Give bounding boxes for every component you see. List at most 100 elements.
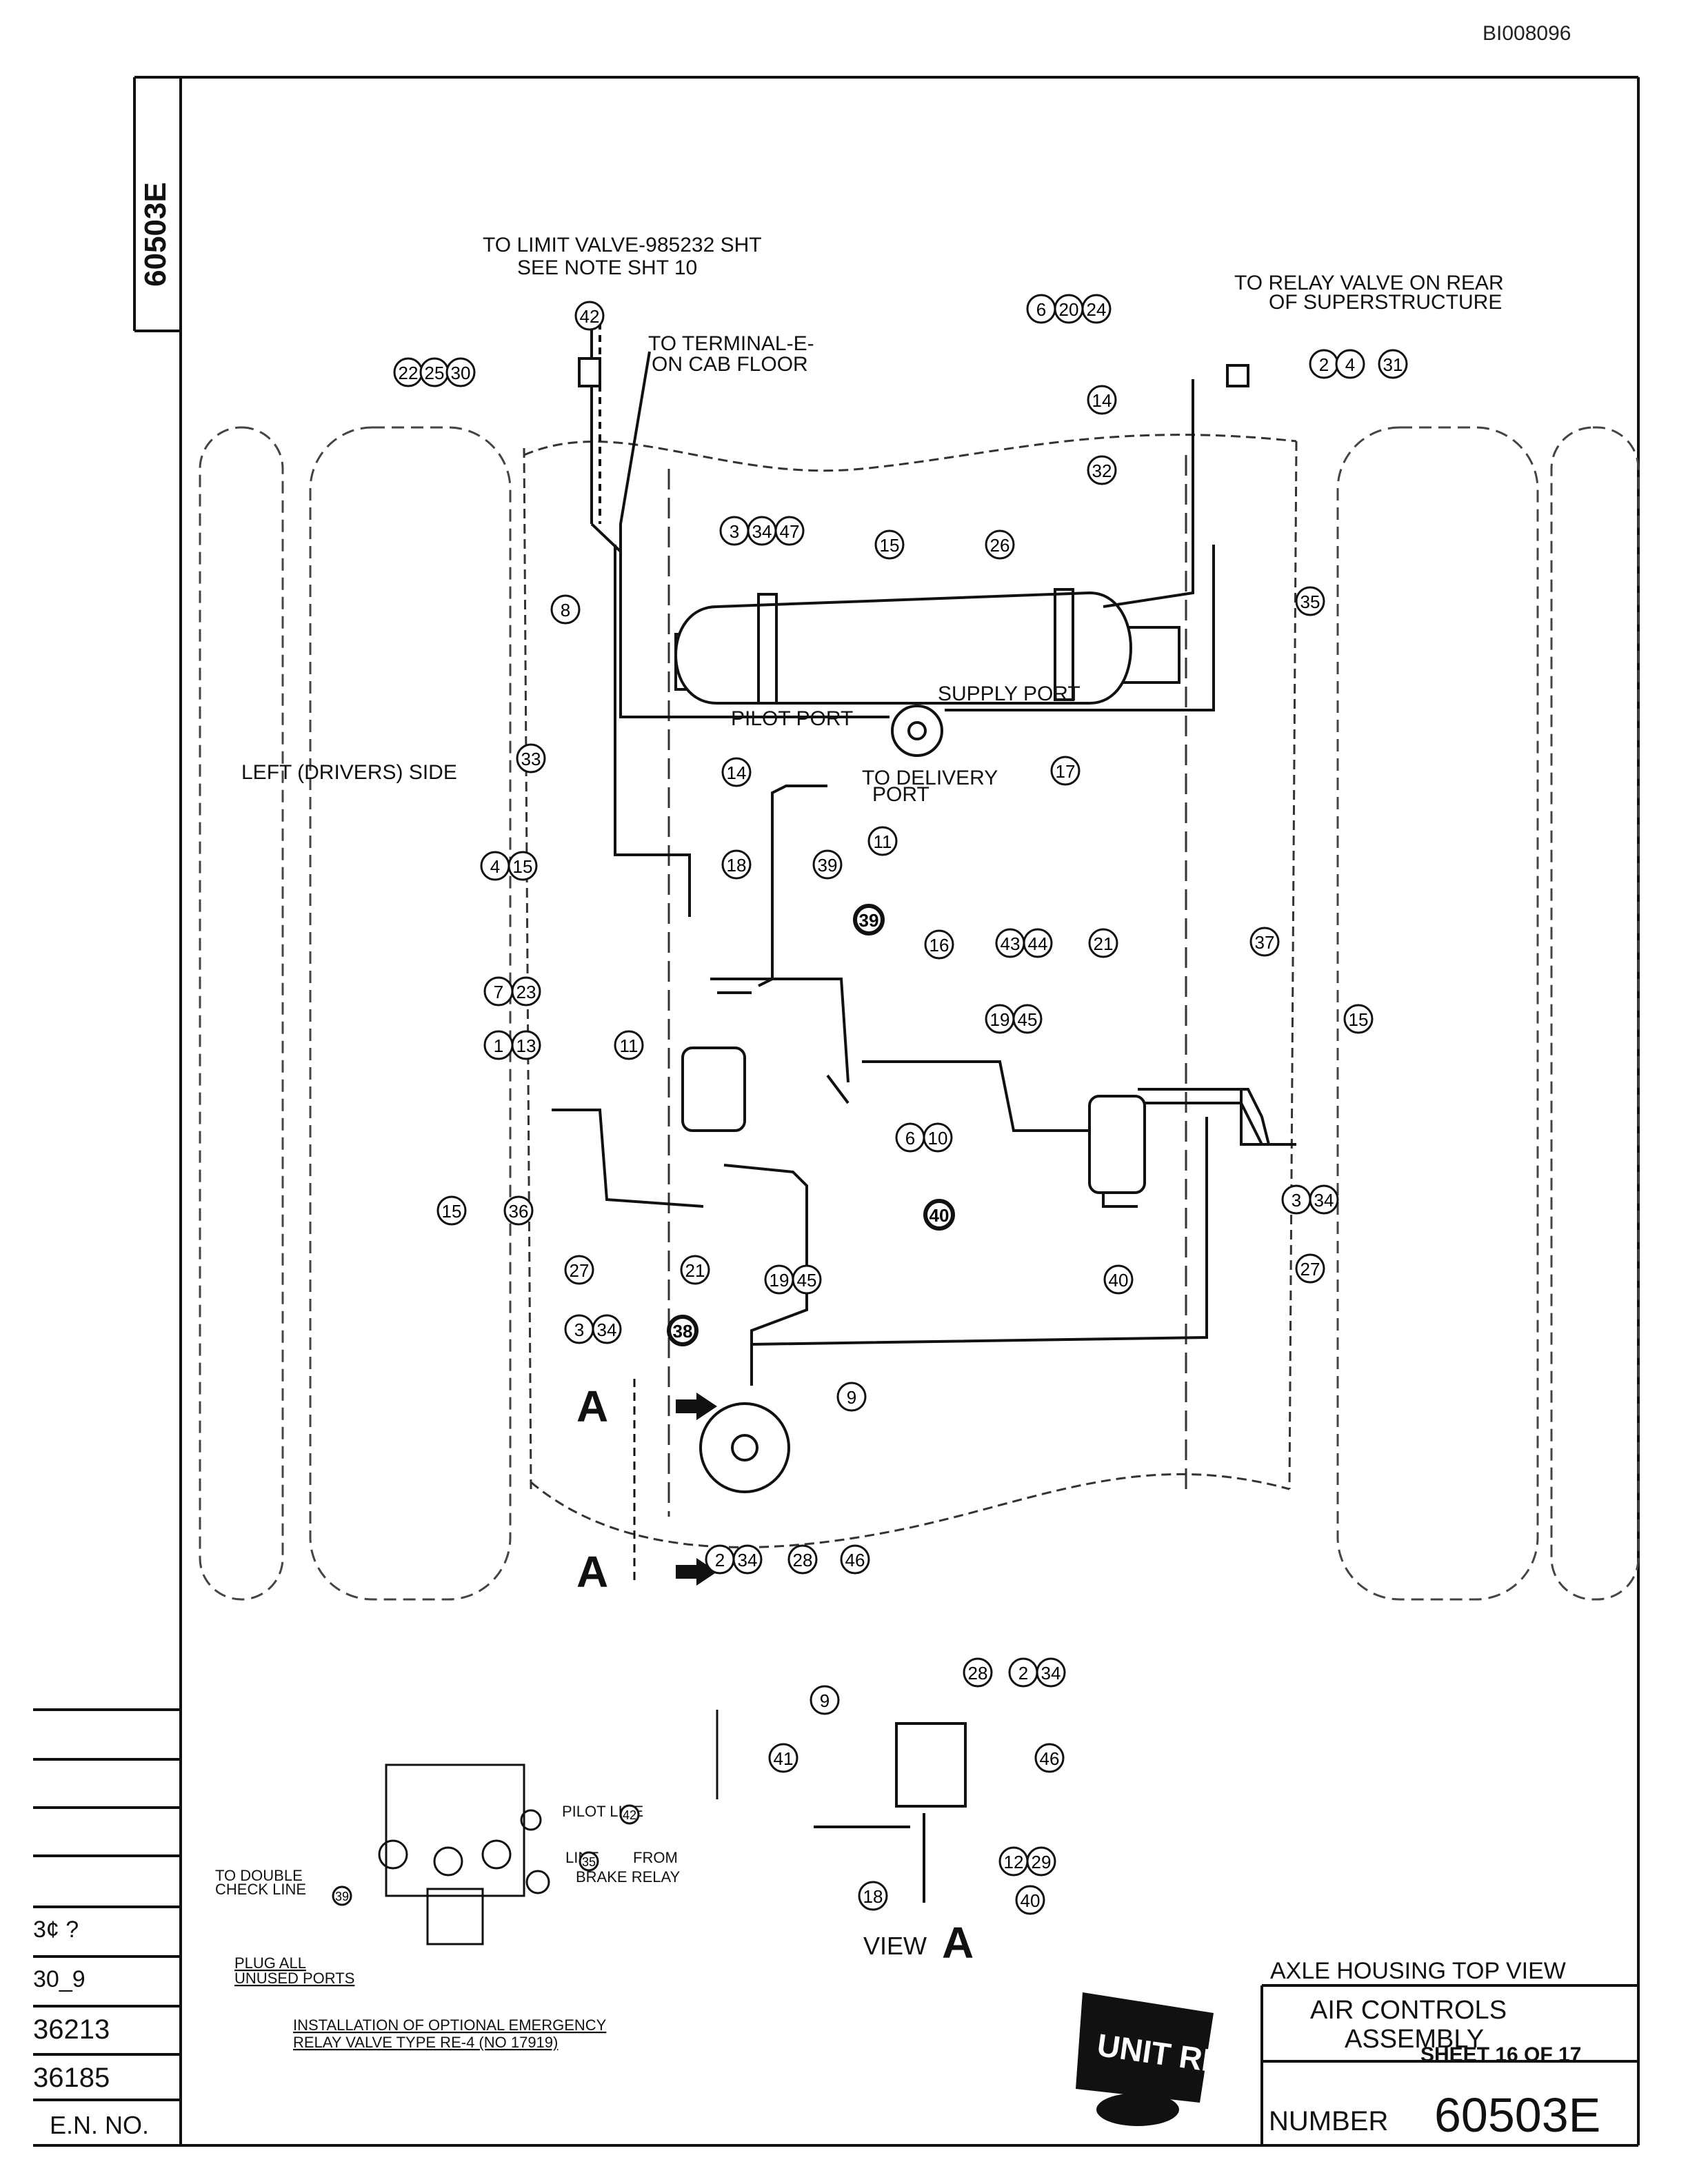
section-a-bottom: A bbox=[576, 1547, 608, 1597]
balloon-number: 34 bbox=[752, 521, 772, 542]
balloon-number: 12 bbox=[1004, 1852, 1024, 1872]
balloon-45: 45 bbox=[792, 1264, 822, 1295]
balloon-number: 10 bbox=[928, 1128, 948, 1149]
balloon-34: 34 bbox=[747, 516, 777, 546]
balloon-16: 16 bbox=[924, 929, 954, 960]
balloon-45: 45 bbox=[1012, 1004, 1043, 1034]
balloon-37: 37 bbox=[1249, 927, 1280, 957]
balloon-number: 31 bbox=[1383, 354, 1403, 375]
balloon-circle bbox=[812, 849, 843, 880]
balloon-number: 6 bbox=[1036, 299, 1046, 320]
balloon-circle bbox=[680, 1255, 710, 1285]
balloon-circle bbox=[511, 976, 541, 1007]
title-number: 60503E bbox=[1434, 2088, 1600, 2142]
balloon-number: 42 bbox=[623, 1808, 636, 1822]
balloon-circle bbox=[332, 1885, 352, 1906]
inset-plug-2: UNUSED PORTS bbox=[234, 1970, 354, 1987]
air-reservoir bbox=[674, 588, 1180, 705]
title-view: AXLE HOUSING TOP VIEW bbox=[1270, 1958, 1566, 1984]
balloon-number: 9 bbox=[820, 1690, 830, 1711]
balloon-number: 3 bbox=[574, 1320, 584, 1340]
balloon-15: 15 bbox=[1343, 1004, 1374, 1034]
document-id: BI008096 bbox=[1483, 22, 1571, 45]
balloon-number: 24 bbox=[1087, 299, 1107, 320]
balloon-circle bbox=[1249, 927, 1280, 957]
balloon-17: 17 bbox=[1050, 756, 1081, 786]
balloon-number: 37 bbox=[1255, 932, 1275, 953]
limit-valve-clamp bbox=[578, 357, 601, 387]
balloon-number: 21 bbox=[685, 1260, 705, 1281]
note-terminal-2: ON CAB FLOOR bbox=[652, 353, 808, 376]
title-sheet: SHEET 16 OF 17 bbox=[1420, 2043, 1581, 2066]
balloon-number: 11 bbox=[620, 1035, 639, 1056]
balloon-number: 35 bbox=[582, 1855, 596, 1869]
balloon-26: 26 bbox=[985, 529, 1015, 560]
balloon-number: 4 bbox=[1345, 354, 1355, 375]
balloon-8: 8 bbox=[550, 594, 581, 625]
balloon-number: 14 bbox=[727, 762, 747, 783]
balloon-circle bbox=[445, 357, 476, 387]
balloon-2: 2 bbox=[1309, 349, 1339, 379]
balloon-circle bbox=[436, 1195, 467, 1226]
balloon-number: 2 bbox=[715, 1550, 725, 1570]
en-label: E.N. NO. bbox=[50, 2111, 150, 2139]
balloon-4: 4 bbox=[1335, 349, 1365, 379]
balloon-number: 34 bbox=[1041, 1663, 1061, 1684]
view-a-lines bbox=[814, 1813, 925, 1903]
balloon-20: 20 bbox=[1054, 294, 1084, 324]
balloon-circle bbox=[923, 1122, 953, 1153]
balloon-34: 34 bbox=[1036, 1657, 1066, 1688]
balloon-circle bbox=[619, 1804, 640, 1825]
balloon-6: 6 bbox=[1026, 294, 1056, 324]
balloon-number: 40 bbox=[1021, 1890, 1041, 1911]
emergency-relay-valve bbox=[681, 1046, 746, 1132]
view-a-letter: A bbox=[942, 1918, 974, 1968]
balloon-circle bbox=[614, 1030, 644, 1060]
balloon-number: 34 bbox=[1314, 1190, 1334, 1211]
balloon-10: 10 bbox=[923, 1122, 953, 1153]
balloon-15: 15 bbox=[874, 529, 905, 560]
inset-from: FROM bbox=[633, 1849, 678, 1866]
balloon-circle bbox=[858, 1881, 888, 1911]
balloon-circle bbox=[874, 529, 905, 560]
balloon-2: 2 bbox=[705, 1544, 735, 1575]
section-markers bbox=[633, 1379, 717, 1586]
balloon-number: 22 bbox=[399, 363, 419, 383]
balloon-3: 3 bbox=[1281, 1184, 1312, 1215]
balloon-19: 19 bbox=[764, 1264, 794, 1295]
title-line-1: AIR CONTROLS bbox=[1310, 1996, 1507, 2025]
balloon-18: 18 bbox=[858, 1881, 888, 1911]
balloon-circle bbox=[1103, 1264, 1134, 1295]
balloon-circle bbox=[1026, 1846, 1056, 1877]
balloon-number: 7 bbox=[494, 982, 503, 1002]
inset-plug-1: PLUG ALL bbox=[234, 1954, 306, 1972]
balloon-29: 29 bbox=[1026, 1846, 1056, 1877]
balloon-circle bbox=[774, 516, 805, 546]
balloon-circle bbox=[1088, 928, 1118, 958]
balloon-circle bbox=[1023, 928, 1053, 958]
balloon-number: 46 bbox=[845, 1550, 865, 1570]
components bbox=[578, 357, 1249, 1808]
balloon-circle bbox=[511, 1030, 541, 1060]
balloon-circle bbox=[924, 929, 954, 960]
balloon-number: 3 bbox=[1292, 1190, 1301, 1211]
balloon-43: 43 bbox=[995, 928, 1025, 958]
balloon-circle bbox=[574, 301, 605, 331]
balloon-2: 2 bbox=[1008, 1657, 1038, 1688]
balloon-18: 18 bbox=[721, 849, 752, 880]
balloon-30: 30 bbox=[445, 357, 476, 387]
balloon-number: 34 bbox=[597, 1320, 617, 1340]
balloon-number: 40 bbox=[1109, 1270, 1129, 1291]
balloon-circle bbox=[721, 849, 752, 880]
tire-left-outer bbox=[199, 426, 284, 1601]
balloon-number: 1 bbox=[494, 1035, 503, 1056]
balloon-number: 41 bbox=[774, 1748, 794, 1769]
balloon-number: 27 bbox=[1300, 1259, 1320, 1280]
balloon-number: 39 bbox=[859, 910, 879, 931]
balloon-39: 39 bbox=[812, 849, 843, 880]
balloon-15: 15 bbox=[436, 1195, 467, 1226]
balloon-number: 4 bbox=[490, 856, 500, 877]
balloon-number: 19 bbox=[770, 1270, 790, 1291]
inset-brake-relay: BRAKE RELAY bbox=[576, 1868, 681, 1885]
balloon-circle bbox=[836, 1382, 867, 1412]
